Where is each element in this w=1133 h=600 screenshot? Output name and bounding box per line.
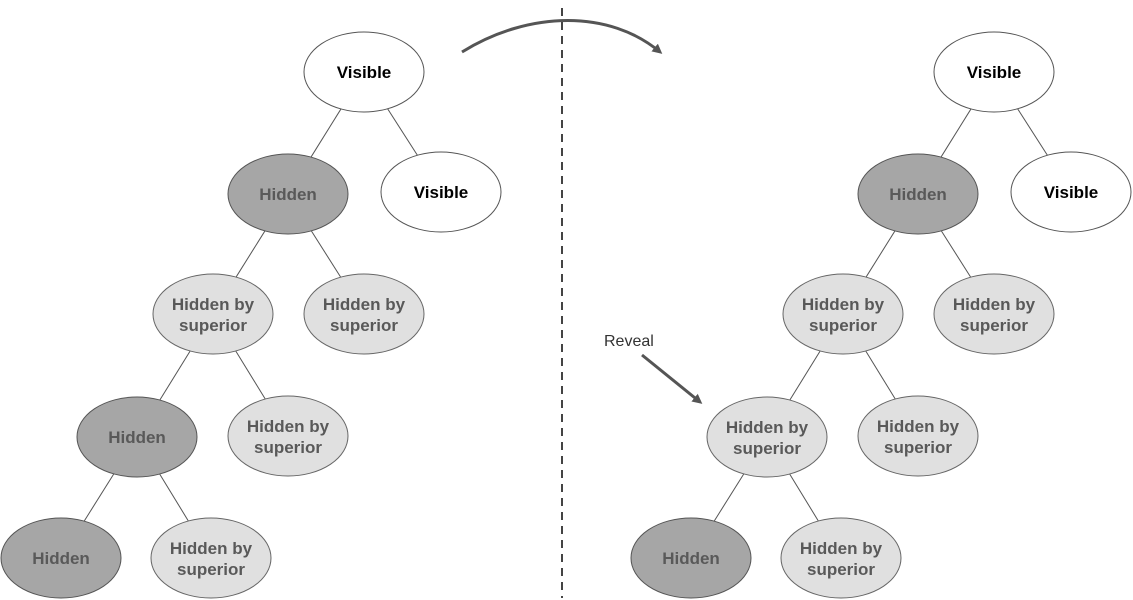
right-node-d-superior: Hidden by superior bbox=[782, 273, 904, 355]
left-edge-d-f bbox=[159, 350, 191, 401]
node-ellipse bbox=[152, 273, 274, 355]
reveal-label: Reveal bbox=[604, 333, 654, 350]
node-label: Hidden bbox=[662, 549, 720, 568]
node-label: Hidden by bbox=[726, 418, 809, 437]
left-node-a-visible: Visible bbox=[303, 31, 425, 113]
node-ellipse bbox=[227, 153, 349, 235]
left-edge-f-i bbox=[159, 473, 189, 522]
node-label: Hidden bbox=[108, 428, 166, 447]
left-node-c-visible: Visible bbox=[380, 151, 502, 233]
node-ellipse bbox=[782, 273, 904, 355]
node-ellipse bbox=[706, 396, 828, 478]
node-label: Hidden by bbox=[877, 417, 960, 436]
right-node-b-hidden: Hidden bbox=[857, 153, 979, 235]
left-node-b-hidden: Hidden bbox=[227, 153, 349, 235]
node-label: Visible bbox=[414, 183, 469, 202]
right-edge-d-f bbox=[789, 350, 821, 401]
node-label: superior bbox=[254, 438, 322, 457]
node-label: Hidden by bbox=[172, 295, 255, 314]
node-label: Visible bbox=[967, 63, 1022, 82]
node-ellipse bbox=[780, 517, 902, 599]
node-ellipse bbox=[303, 273, 425, 355]
left-edge-b-d bbox=[235, 230, 266, 278]
left-edge-d-g bbox=[235, 350, 266, 400]
node-label: superior bbox=[884, 438, 952, 457]
right-edge-f-h bbox=[713, 473, 745, 522]
right-node-e-superior: Hidden by superior bbox=[933, 273, 1055, 355]
node-label: Visible bbox=[1044, 183, 1099, 202]
right-edge-a-c bbox=[1017, 108, 1048, 156]
right-node-c-visible: Visible bbox=[1010, 151, 1132, 233]
node-label: Hidden by bbox=[247, 417, 330, 436]
right-edge-b-e bbox=[940, 230, 972, 278]
node-label: Hidden by bbox=[802, 295, 885, 314]
node-ellipse bbox=[630, 517, 752, 599]
node-label: superior bbox=[733, 439, 801, 458]
node-label: Hidden by bbox=[170, 539, 253, 558]
node-label: superior bbox=[807, 560, 875, 579]
node-ellipse bbox=[150, 517, 272, 599]
left-node-h-hidden: Hidden bbox=[0, 517, 122, 599]
node-label: superior bbox=[179, 316, 247, 335]
left-edge-f-h bbox=[83, 473, 115, 522]
right-node-h-hidden: Hidden bbox=[630, 517, 752, 599]
right-node-g-superior: Hidden by superior bbox=[857, 395, 979, 477]
node-label: superior bbox=[330, 316, 398, 335]
reveal-arrow bbox=[641, 353, 703, 404]
node-label: Hidden by bbox=[323, 295, 406, 314]
node-label: Visible bbox=[337, 63, 392, 82]
node-ellipse bbox=[303, 31, 425, 113]
right-edge-f-i bbox=[789, 473, 819, 522]
right-node-a-visible: Visible bbox=[933, 31, 1055, 113]
node-label: Hidden bbox=[889, 185, 947, 204]
left-edge-b-e bbox=[310, 230, 342, 278]
node-label: Hidden bbox=[32, 549, 90, 568]
right-edge-b-d bbox=[865, 230, 896, 278]
node-ellipse bbox=[1010, 151, 1132, 233]
node-label: superior bbox=[177, 560, 245, 579]
right-node-i-superior: Hidden by superior bbox=[780, 517, 902, 599]
right-edge-a-b bbox=[940, 108, 972, 158]
left-edge-a-b bbox=[310, 108, 342, 158]
node-label: Hidden by bbox=[800, 539, 883, 558]
node-ellipse bbox=[76, 396, 198, 478]
left-edge-a-c bbox=[387, 108, 418, 156]
left-node-i-superior: Hidden by superior bbox=[150, 517, 272, 599]
right-edge-d-g bbox=[865, 350, 896, 400]
node-ellipse bbox=[227, 395, 349, 477]
node-label: Hidden by bbox=[953, 295, 1036, 314]
node-ellipse bbox=[0, 517, 122, 599]
node-ellipse bbox=[380, 151, 502, 233]
node-label: superior bbox=[809, 316, 877, 335]
left-node-e-superior: Hidden by superior bbox=[303, 273, 425, 355]
node-label: Hidden bbox=[259, 185, 317, 204]
node-label: superior bbox=[960, 316, 1028, 335]
node-ellipse bbox=[933, 31, 1055, 113]
node-ellipse bbox=[857, 395, 979, 477]
right-node-f-superior: Hidden by superior bbox=[706, 396, 828, 478]
transform-arrow bbox=[461, 19, 663, 54]
left-node-g-superior: Hidden by superior bbox=[227, 395, 349, 477]
node-ellipse bbox=[933, 273, 1055, 355]
left-node-f-hidden: Hidden bbox=[76, 396, 198, 478]
left-node-d-superior: Hidden by superior bbox=[152, 273, 274, 355]
node-ellipse bbox=[857, 153, 979, 235]
